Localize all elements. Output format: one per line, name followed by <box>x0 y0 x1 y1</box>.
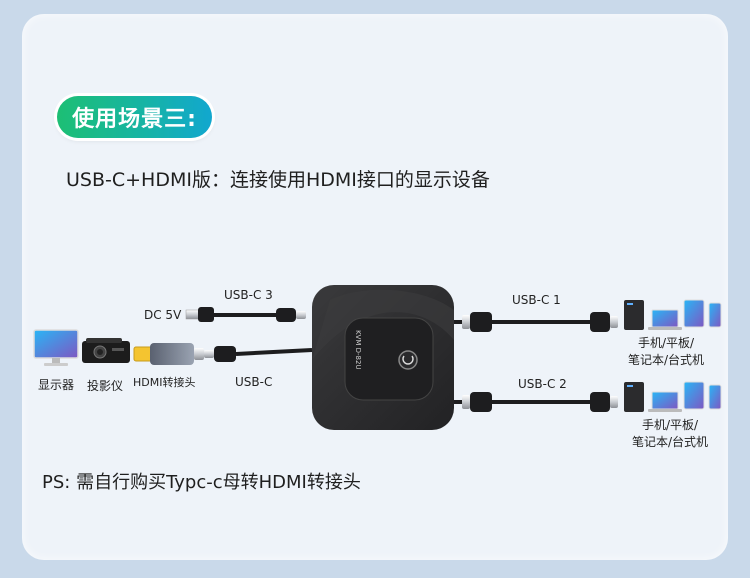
devices-label-1-line1: 手机/平板/ <box>637 336 695 350</box>
usb-c-label: USB-C <box>235 375 273 389</box>
devices-label-2: 手机/平板/ 笔记本/台式机 <box>632 417 708 451</box>
computer-devices-icon-2 <box>624 381 722 412</box>
usb-c-output-cable <box>204 346 313 362</box>
usb-c-2-cable <box>454 392 618 412</box>
usb-c-3-label: USB-C 3 <box>224 288 273 302</box>
kvm-hub: KVM D-82U <box>312 285 454 430</box>
usb-c-1-cable <box>454 312 618 332</box>
computer-devices-icon-1 <box>624 299 722 330</box>
projector-icon <box>82 338 130 363</box>
devices-label-1: 手机/平板/ 笔记本/台式机 <box>628 335 704 369</box>
usb-c-2-label: USB-C 2 <box>518 377 567 391</box>
svg-text:KVM D-82U: KVM D-82U <box>354 330 362 370</box>
hdmi-adapter-label: HDMI转接头 <box>133 376 196 389</box>
display-label: 显示器 <box>38 378 75 392</box>
dc-5v-label: DC 5V <box>144 308 182 322</box>
devices-label-1-line2: 笔记本/台式机 <box>628 353 705 367</box>
projector-label: 投影仪 <box>87 379 124 393</box>
devices-label-2-line1: 手机/平板/ <box>641 418 699 432</box>
usb-c-3-cable <box>185 307 306 322</box>
monitor-icon <box>33 329 79 366</box>
devices-label-2-line2: 笔记本/台式机 <box>632 435 709 449</box>
scenario-description: USB-C+HDMI版：连接使用HDMI接口的显示设备 <box>66 169 490 191</box>
usb-c-1-label: USB-C 1 <box>512 293 561 307</box>
scenario-badge: 使用场景三: <box>57 96 212 138</box>
hdmi-adapter <box>133 343 204 365</box>
ps-note: PS: 需自行购买Typc-c母转HDMI转接头 <box>42 472 361 493</box>
